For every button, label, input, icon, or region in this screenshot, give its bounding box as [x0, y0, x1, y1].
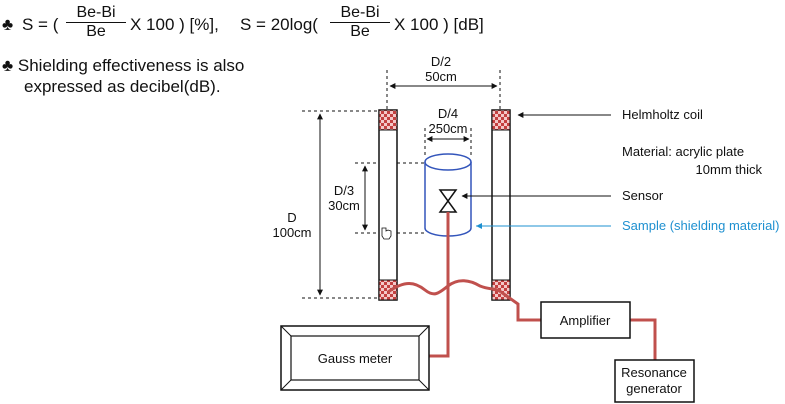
dashed-guides: [302, 70, 501, 299]
dimension-arrows: [317, 83, 498, 296]
formula-2-prefix: S = 20log(: [240, 15, 318, 34]
left-helmholtz-coil: [378, 109, 398, 301]
sensor-icon: [438, 189, 458, 213]
club-icon: ♣: [2, 56, 14, 75]
club-icon: ♣: [2, 15, 14, 34]
sample-leader: [476, 223, 611, 229]
amplifier-box: [540, 301, 631, 339]
d2-label: D/2: [431, 54, 451, 69]
gauss-meter-box: [280, 325, 430, 391]
formula-1-denominator: Be: [86, 23, 106, 40]
right-helmholtz-coil: [491, 109, 511, 301]
formula-2-numerator: Be-Bi: [330, 4, 390, 23]
d-label: D: [287, 210, 296, 225]
resonance-label-1: Resonance: [621, 365, 687, 380]
formula-2-fraction: Be-Bi Be: [330, 4, 390, 41]
formula-2-suffix: X 100 ) [dB]: [394, 15, 484, 34]
helmholtz-label: Helmholtz coil: [622, 107, 703, 122]
resonance-generator-box: [614, 359, 695, 403]
cables: [387, 212, 657, 360]
leader-lines: [461, 112, 611, 199]
material-label-2: 10mm thick: [696, 162, 763, 177]
sensor-label: Sensor: [622, 188, 664, 203]
d4-value: 250cm: [428, 121, 467, 136]
note-line-2: expressed as decibel(dB).: [24, 77, 221, 96]
d2-value: 50cm: [425, 69, 457, 84]
amplifier-label: Amplifier: [560, 313, 611, 328]
formula-1-numerator: Be-Bi: [66, 4, 126, 23]
d3-label: D/3: [334, 183, 354, 198]
formula-1-prefix: S = (: [22, 15, 59, 34]
formula-row: ♣ S = ( Be-Bi Be X 100 ) [%], S = 20log(…: [2, 4, 562, 44]
gauss-meter-label: Gauss meter: [318, 351, 393, 366]
d-value: 100cm: [272, 225, 311, 240]
hand-cursor-icon: [381, 227, 392, 240]
note-block: ♣ Shielding effectiveness is also expres…: [2, 55, 244, 97]
d3-value: 30cm: [328, 198, 360, 213]
material-label-1: Material: acrylic plate: [622, 144, 744, 159]
resonance-label-2: generator: [626, 381, 682, 396]
formula-2-denominator: Be: [350, 23, 370, 40]
sample-label: Sample (shielding material): [622, 218, 780, 233]
note-line-1: Shielding effectiveness is also: [17, 56, 245, 75]
d4-label: D/4: [438, 106, 458, 121]
formula-1-suffix: X 100 ) [%],: [130, 15, 219, 34]
formula-1-fraction: Be-Bi Be: [66, 4, 126, 41]
